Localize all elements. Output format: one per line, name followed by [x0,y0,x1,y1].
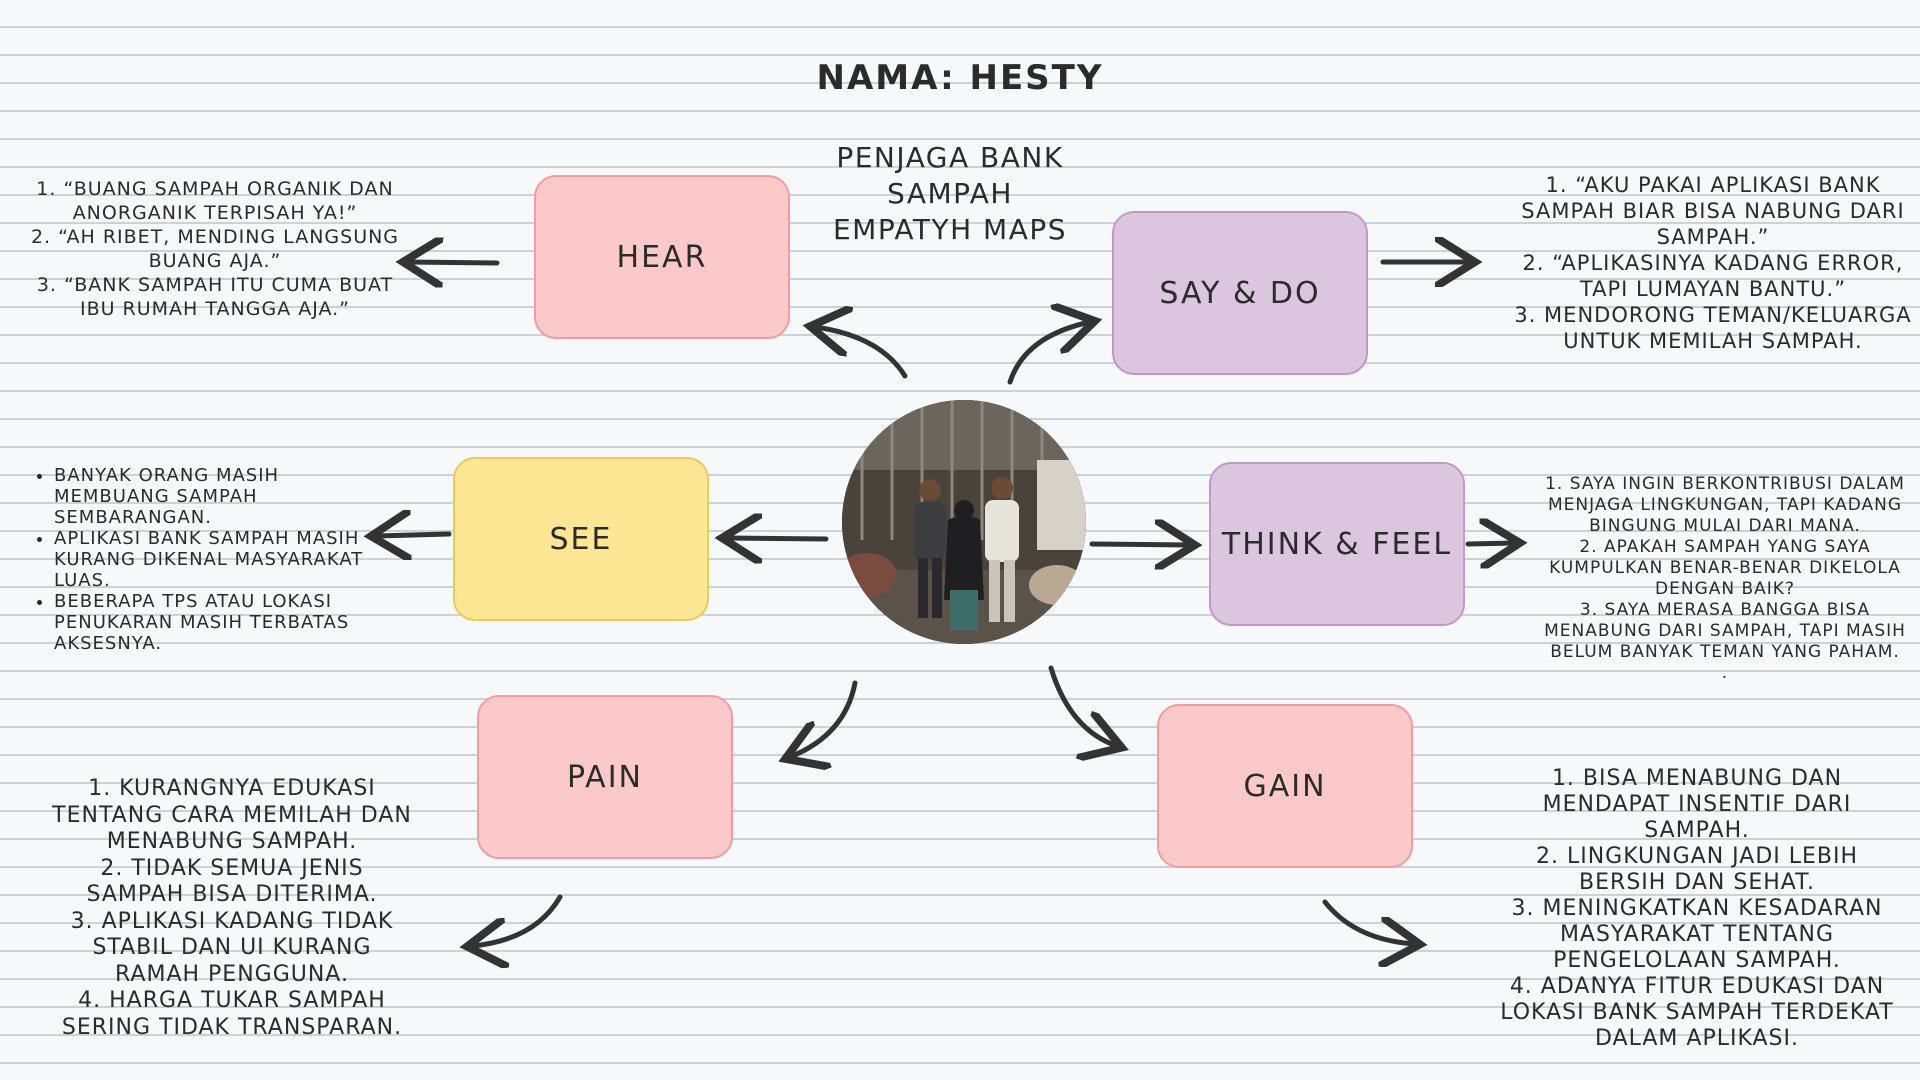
page-title: NAMA: HESTY [816,58,1104,98]
see-label: SEE [549,521,613,557]
pain-box: PAIN [477,695,733,859]
say-do-notes: 1. “AKU PAKAI APLIKASI BANK SAMPAH BIAR … [1508,172,1918,354]
think-feel-notes: 1. SAYA INGIN BERKONTRIBUSI DALAM MENJAG… [1535,474,1915,684]
list-item: 2. “APLIKASINYA KADANG ERROR, TAPI LUMAY… [1522,251,1904,301]
list-item: 1. “BUANG SAMPAH ORGANIK DAN ANORGANIK T… [36,178,394,224]
arrow-center-to-hear [815,327,908,379]
list-item: 2. TIDAK SEMUA JENIS SAMPAH BISA DITERIM… [86,855,378,908]
gain-notes: 1. BISA MENABUNG DAN MENDAPAT INSENTIF D… [1492,766,1902,1052]
list-item: 3. APLIKASI KADANG TIDAK STABIL DAN UI K… [70,908,394,987]
arrow-center-to-see [727,538,829,539]
hear-box: HEAR [534,175,790,339]
see-box: SEE [453,457,709,621]
gain-box: GAIN [1157,704,1413,868]
persona-photo [842,400,1086,644]
list-item: 2. APAKAH SAMPAH YANG SAYA KUMPULKAN BEN… [1549,537,1901,599]
pain-notes: 1. KURANGNYA EDUKASI TENTANG CARA MEMILA… [52,776,412,1041]
list-item: 3. “BANK SAMPAH ITU CUMA BUAT IBU RUMAH … [36,274,394,320]
list-item: 2. “AH RIBET, MENDING LANGSUNG BUANG AJA… [30,226,400,272]
list-item: APLIKASI BANK SAMPAH MASIH KURANG DIKENA… [54,528,396,591]
list-item: 4. HARGA TUKAR SAMPAH SERING TIDAK TRANS… [61,988,403,1040]
list-item: BEBERAPA TPS ATAU LOKASI PENUKARAN MASIH… [54,591,396,654]
subtitle-line: SAMPAH [887,177,1013,210]
list-item: 1. SAYA INGIN BERKONTRIBUSI DALAM MENJAG… [1545,474,1905,536]
list-item: 3. SAYA MERASA BANGGA BISA MENABUNG DARI… [1544,600,1906,662]
gain-label: GAIN [1243,768,1327,804]
list-item: 1. KURANGNYA EDUKASI TENTANG CARA MEMILA… [52,776,412,854]
hear-label: HEAR [616,239,708,275]
arrow-think-to-notes [1465,543,1515,544]
page-subtitle: PENJAGA BANK SAMPAH EMPATYH MAPS [800,140,1100,248]
arrow-center-to-gain [1048,665,1117,746]
list-item: 1. “AKU PAKAI APLIKASI BANK SAMPAH BIAR … [1521,173,1905,249]
list-item: 2. LINGKUNGAN JADI LEBIH BERSIH DAN SEHA… [1535,844,1859,895]
arrow-gain-to-notes [1322,899,1415,944]
list-item: 4. ADANYA FITUR EDUKASI DAN LOKASI BANK … [1500,974,1894,1051]
arrow-pain-to-notes [472,894,563,946]
list-item: BANYAK ORANG MASIH MEMBUANG SAMPAH SEMBA… [54,465,396,528]
pain-label: PAIN [567,759,643,795]
list-item: 3. MENDORONG TEMAN/KELUARGA UNTUK MEMILA… [1514,303,1912,353]
think-feel-box: THINK & FEEL [1209,462,1465,626]
arrow-hear-to-notes [408,262,500,263]
think-feel-label: THINK & FEEL [1221,526,1453,562]
say-do-box: SAY & DO [1112,211,1368,375]
list-item: 3. MENINGKATKAN KESADARAN MASYARAKAT TEN… [1511,896,1883,973]
arrow-center-to-pain [790,680,858,757]
see-notes: BANYAK ORANG MASIH MEMBUANG SAMPAH SEMBA… [36,465,396,654]
persona-photo-illustration [842,400,1086,644]
list-item: 1. BISA MENABUNG DAN MENDAPAT INSENTIF D… [1542,766,1852,843]
say-do-label: SAY & DO [1159,275,1321,311]
arrow-center-to-think [1089,544,1190,545]
subtitle-line: EMPATYH MAPS [832,213,1068,246]
hear-notes: 1. “BUANG SAMPAH ORGANIK DAN ANORGANIK T… [30,177,400,321]
arrow-center-to-say [1007,322,1090,385]
list-item: . [1721,663,1729,683]
subtitle-line: PENJAGA BANK [836,141,1064,174]
